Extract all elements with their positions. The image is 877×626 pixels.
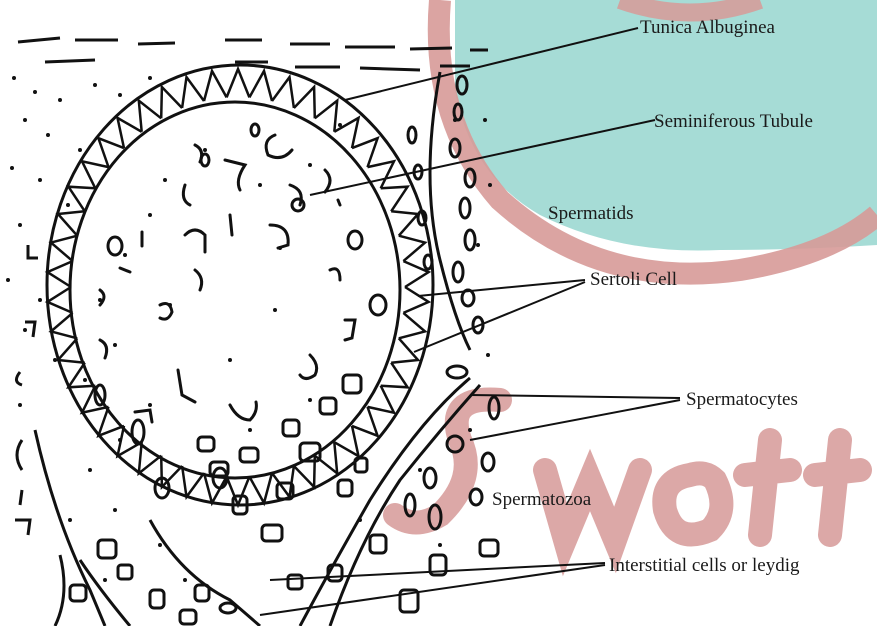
label-spermatozoa: Spermatozoa: [492, 489, 592, 510]
sertoli-cell: [352, 407, 378, 436]
interstitial-boundaries: [35, 72, 480, 626]
label-spermatids: Spermatids: [548, 203, 634, 224]
label-sertoli-cell: Sertoli Cell: [590, 269, 677, 290]
tubule-wall: [47, 65, 433, 505]
label-spermatocytes: Spermatocytes: [686, 389, 798, 410]
sertoli-cell: [227, 69, 250, 97]
sertoli-cell: [403, 287, 428, 313]
sertoli-cell: [391, 338, 418, 362]
watermark-swash: [395, 400, 860, 541]
leader-sertoli-1: [418, 280, 585, 296]
sertoli-cell: [98, 407, 124, 436]
sertoli-cell: [272, 77, 294, 108]
sertoli-cell: [391, 211, 418, 235]
sertoli-cell: [139, 442, 161, 473]
sertoli-cell: [368, 386, 395, 413]
sertoli-cell: [204, 71, 227, 101]
sertoli-cell: [399, 236, 425, 261]
sertoli-cell: [249, 71, 272, 101]
sertoli-cell: [294, 87, 315, 118]
leader-sertoli-2: [414, 282, 585, 352]
label-seminiferous-tubule: Seminiferous Tubule: [654, 111, 813, 132]
sertoli-cell: [98, 138, 124, 167]
sertoli-cell: [182, 77, 204, 108]
sertoli-cell: [399, 313, 425, 338]
label-interstitial-cells: Interstitial cells or leydig: [609, 555, 800, 576]
tubule-outer-wall: [47, 65, 433, 505]
tubule-inner-wall: [70, 102, 400, 478]
label-tunica-albuginea: Tunica Albuginea: [640, 17, 775, 38]
spermatocyte-cells: [198, 375, 367, 541]
